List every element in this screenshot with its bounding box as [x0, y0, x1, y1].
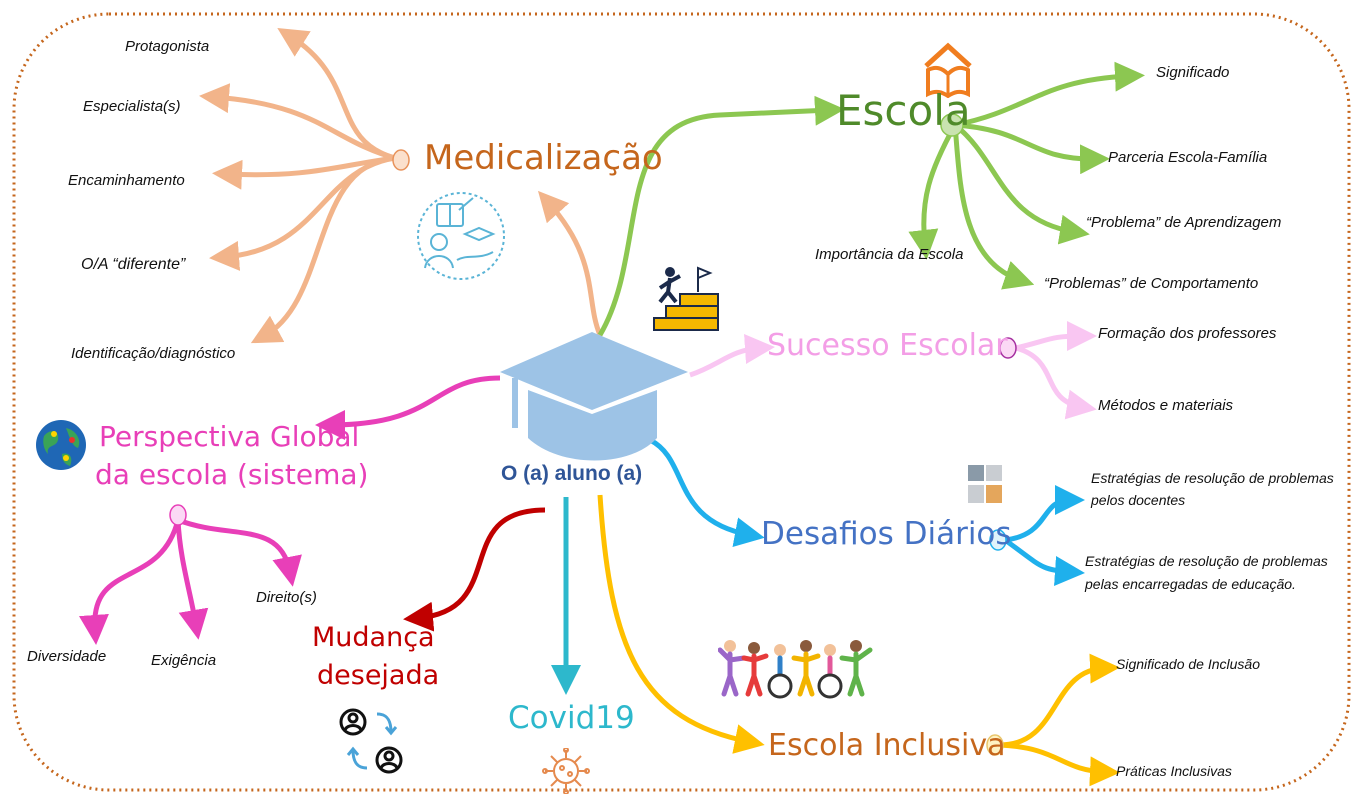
globe-icon	[34, 418, 88, 477]
escola-child-significado: Significado	[1156, 64, 1230, 81]
children-group-icon	[717, 636, 878, 705]
medicalizacao-label: Medicalização	[424, 138, 663, 178]
center-label: O (a) aluno (a)	[501, 462, 643, 485]
medicalizacao-child-identificacao: Identificação/diagnóstico	[71, 345, 236, 362]
escola-child-parceria: Parceria Escola-Família	[1108, 149, 1268, 166]
escola-connector	[597, 95, 845, 337]
stairs-goal-icon	[652, 262, 722, 339]
escola-child-importancia: Importância da Escola	[815, 246, 964, 263]
medicalizacao-node	[392, 149, 410, 171]
perspectiva-connector	[315, 375, 501, 440]
sucesso-label: Sucesso Escolar	[767, 328, 1008, 363]
escola-child-comportamento: “Problemas” de Comportamento	[1044, 275, 1259, 292]
mudanca-connector	[403, 507, 546, 632]
perspectiva-child-direito: Direito(s)	[256, 589, 317, 606]
desafios-label: Desafios Diários	[761, 516, 1012, 552]
inclusiva-label: Escola Inclusiva	[768, 728, 1006, 763]
inclusiva-children-connectors	[997, 653, 1120, 787]
desafios-connector	[648, 437, 765, 547]
escola-label: Escola	[836, 86, 971, 135]
perspectiva-node	[169, 504, 187, 526]
covid-label: Covid19	[508, 700, 635, 736]
desafios-child-docentes-line2: pelos docentes	[1091, 492, 1186, 508]
desafios-node	[989, 529, 1007, 551]
inclusiva-node	[986, 734, 1004, 756]
escola-node	[940, 113, 964, 137]
medicalizacao-child-protagonista: Protagonista	[125, 38, 210, 55]
desafios-child-docentes-line1: Estratégias de resolução de problemas	[1091, 470, 1334, 486]
perspectiva-label-line2: da escola (sistema)	[95, 458, 369, 491]
book-house-icon	[920, 42, 976, 103]
sucesso-child-formacao: Formação dos professores	[1098, 325, 1277, 342]
puzzle-icon	[966, 463, 1006, 512]
medicalizacao-child-especialista: Especialista(s)	[83, 98, 181, 115]
mudanca-label-line2: desejada	[317, 660, 440, 691]
education-hand-icon	[415, 190, 507, 287]
sucesso-children-connectors	[1013, 321, 1097, 420]
perspectiva-children-connectors	[78, 517, 302, 645]
desafios-children-connectors	[1002, 485, 1085, 586]
medicalizacao-connectors	[199, 28, 603, 344]
sucesso-connector	[689, 334, 775, 378]
escola-children-connectors	[908, 61, 1145, 290]
graduation-cap-icon	[500, 332, 688, 461]
medicalizacao-child-encaminhamento: Encaminhamento	[68, 172, 185, 189]
inclusiva-child-significado: Significado de Inclusão	[1116, 656, 1260, 672]
mudanca-label-line1: Mudança	[312, 622, 435, 653]
desafios-child-encarregadas-line2: pelas encarregadas de educação.	[1085, 576, 1296, 592]
perspectiva-child-diversidade: Diversidade	[27, 648, 107, 665]
virus-icon	[542, 747, 590, 799]
sucesso-child-metodos: Métodos e materiais	[1098, 397, 1234, 414]
perspectiva-child-exigencia: Exigência	[151, 652, 217, 669]
people-exchange-icon	[337, 706, 409, 783]
inclusiva-child-praticas: Práticas Inclusivas	[1116, 763, 1232, 779]
medicalizacao-child-diferente: O/A “diferente”	[81, 256, 186, 273]
inclusiva-connector	[597, 494, 765, 754]
perspectiva-label-line1: Perspectiva Global	[99, 420, 360, 453]
sucesso-node	[999, 337, 1017, 359]
desafios-child-encarregadas-line1: Estratégias de resolução de problemas	[1085, 553, 1328, 569]
escola-child-aprendizagem: “Problema” de Aprendizagem	[1086, 214, 1282, 231]
